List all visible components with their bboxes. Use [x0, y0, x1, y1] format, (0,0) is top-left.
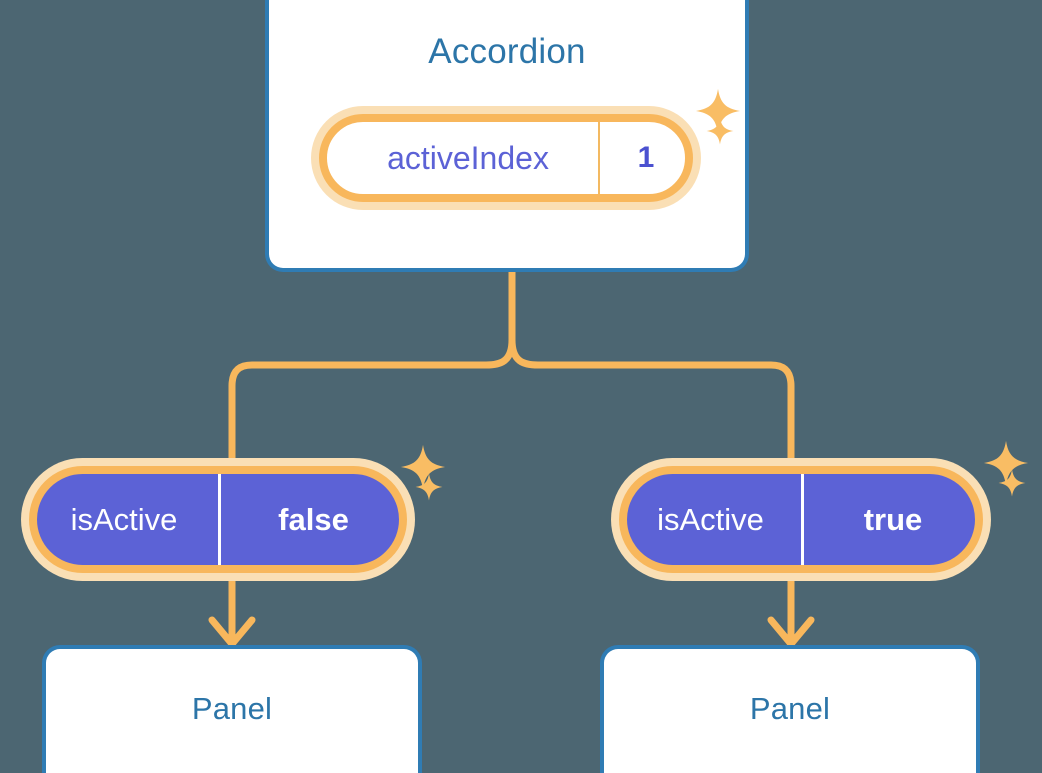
state-pill-value-is-active-right: true — [801, 467, 982, 572]
sparkle-small-icon — [998, 469, 1026, 497]
connector-split-right — [508, 336, 795, 467]
state-pill-is-active-left[interactable]: isActive false — [21, 458, 415, 581]
sparkle-small-icon — [415, 473, 443, 501]
accordion-node-title: Accordion — [428, 32, 586, 71]
state-pill-active-index[interactable]: activeIndex 1 — [311, 106, 701, 210]
state-pill-value-active-index: 1 — [598, 115, 692, 201]
state-pill-key-is-active-right: isActive — [657, 501, 764, 537]
state-pill-key-is-active-left: isActive — [70, 501, 178, 537]
state-pill-value-is-active-left: false — [218, 467, 406, 572]
sparkle-large-icon — [983, 440, 1029, 486]
sparkle-large-icon — [400, 444, 446, 490]
arrowhead-right — [767, 616, 815, 648]
panel-node-card-right[interactable]: Panel — [600, 645, 980, 773]
panel-node-title-left: Panel — [191, 691, 273, 726]
connector-split-left — [228, 336, 516, 467]
state-pill-is-active-right[interactable]: isActive true — [611, 458, 991, 581]
arrowhead-left — [208, 616, 256, 648]
panel-node-card-left[interactable]: Panel — [42, 645, 422, 773]
state-pill-key-active-index: activeIndex — [387, 139, 549, 176]
panel-node-title-right: Panel — [749, 691, 831, 726]
